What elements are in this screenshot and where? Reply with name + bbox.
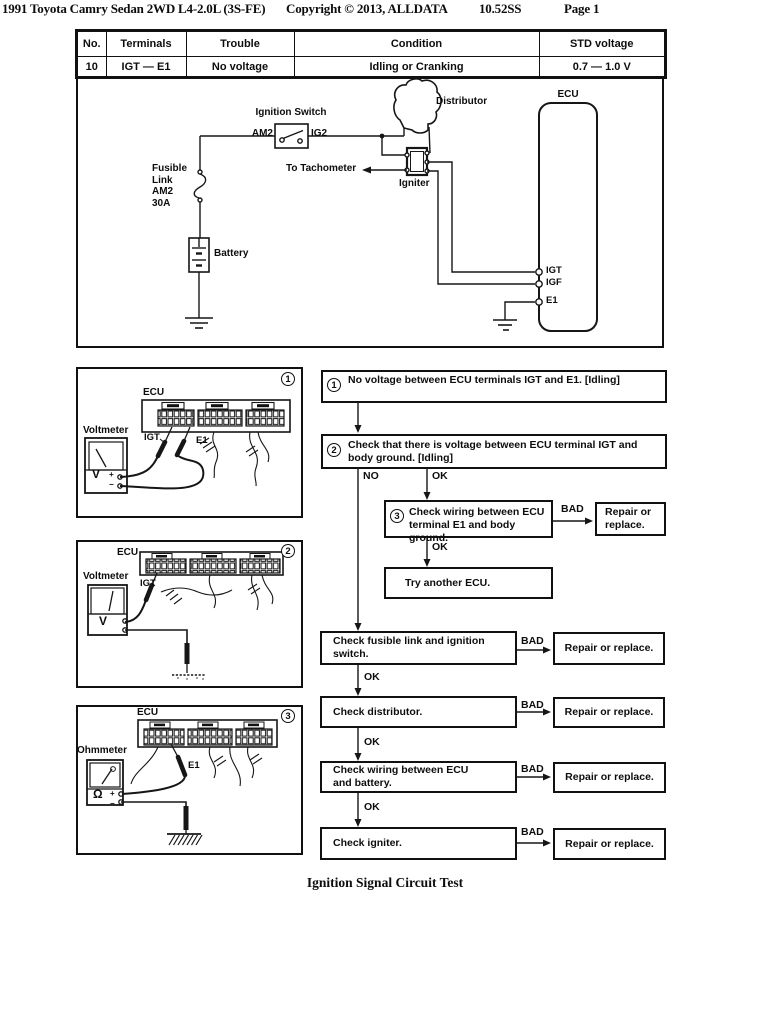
col-header-condition: Condition (293, 30, 540, 57)
spec-table: No. Terminals Trouble Condition STD volt… (75, 29, 667, 79)
flow-step-3: Check wiring between ECU terminal E1 and… (384, 500, 553, 544)
igniter-label: Igniter (399, 178, 430, 189)
branch-bad-label-5: BAD (521, 826, 544, 838)
panel2-volt-symbol: V (99, 614, 108, 628)
inspection-panel-1 (76, 367, 303, 518)
ignition-switch-label: Ignition Switch (255, 107, 327, 118)
flow-check-wiring-battery: Check wiring between ECU and battery. (320, 761, 517, 793)
ig2-terminal-label: IG2 (311, 128, 328, 139)
flow-step-1: No voltage between ECU terminals IGT and… (321, 370, 667, 403)
col-header-trouble: Trouble (185, 30, 295, 57)
panel1-volt-symbol: V (92, 467, 101, 481)
flow-try-another-ecu: Try another ECU. (384, 567, 553, 599)
branch-ok-label-5: OK (364, 801, 380, 813)
panel2-igt-label: IGT (140, 578, 156, 589)
manual-code: 10.52SS (479, 1, 522, 16)
branch-ok-label-3: OK (364, 671, 380, 683)
panel1-plus-sign: + (109, 470, 114, 479)
panel1-ecu-label: ECU (143, 387, 165, 398)
col-header-std-voltage: STD voltage (538, 30, 666, 57)
flow-check-igniter: Check igniter. (320, 827, 517, 860)
flow-step-2: Check that there is voltage between ECU … (321, 434, 667, 469)
panel2-ecu-label: ECU (117, 547, 139, 558)
spec-table-row: 10 IGT — E1 No voltage Idling or Crankin… (76, 56, 666, 78)
flow-check-distributor: Check distributor. (320, 696, 517, 728)
panel3-ecu-label: ECU (137, 707, 159, 718)
branch-bad-label-1: BAD (561, 503, 584, 515)
panel1-e1-label: E1 (196, 435, 208, 446)
branch-ok-label-2: OK (432, 541, 448, 553)
flow-repair-box-5: Repair or replace. (553, 828, 666, 860)
panel1-igt-label: IGT (144, 432, 160, 443)
flow-repair-box-2: Repair or replace. (553, 632, 665, 665)
am2-terminal-label: AM2 (251, 128, 273, 139)
cell-condition: Idling or Cranking (293, 56, 540, 78)
cell-no: 10 (76, 56, 107, 78)
battery-label: Battery (214, 248, 249, 259)
branch-no-label: NO (363, 470, 379, 482)
branch-bad-label-3: BAD (521, 699, 544, 711)
fusible-link-label: Fusible Link AM2 30A (152, 163, 188, 209)
e1-terminal-label: E1 (546, 295, 558, 306)
page-number: Page 1 (564, 1, 600, 16)
flow-repair-box-3: Repair or replace. (553, 697, 665, 728)
figure-caption: Ignition Signal Circuit Test (306, 875, 464, 890)
spec-table-header-row: No. Terminals Trouble Condition STD volt… (76, 30, 666, 57)
copyright-text: Copyright © 2013, ALLDATA (286, 1, 448, 16)
col-header-terminals: Terminals (105, 30, 187, 57)
igf-terminal-label: IGF (546, 277, 562, 288)
flow-repair-box-4: Repair or replace. (553, 762, 666, 793)
flow-step-1-number: 1 (327, 378, 341, 392)
circuit-diagram-panel (76, 77, 664, 348)
panel3-ohmmeter-label: Ohmmeter (77, 745, 128, 756)
distributor-label: Distributor (436, 96, 488, 107)
panel3-minus-sign: − (110, 799, 115, 808)
panel1-minus-sign: − (109, 480, 114, 489)
step-3-badge: 3 (281, 709, 295, 723)
cell-terminals: IGT — E1 (105, 56, 187, 78)
panel3-plus-sign: + (110, 789, 115, 798)
step-2-badge: 2 (281, 544, 295, 558)
branch-ok-label-1: OK (432, 470, 448, 482)
branch-bad-label-2: BAD (521, 635, 544, 647)
igt-terminal-label: IGT (546, 265, 562, 276)
inspection-panel-2 (76, 540, 303, 688)
ecu-label: ECU (557, 89, 579, 100)
cell-trouble: No voltage (185, 56, 295, 78)
panel3-e1-label: E1 (188, 760, 200, 771)
col-header-no: No. (76, 30, 107, 57)
document-title: 1991 Toyota Camry Sedan 2WD L4-2.0L (3S-… (2, 1, 266, 16)
panel2-voltmeter-label: Voltmeter (83, 571, 129, 582)
panel1-voltmeter-label: Voltmeter (83, 425, 129, 436)
inspection-panel-3 (76, 705, 303, 855)
branch-ok-label-4: OK (364, 736, 380, 748)
flow-repair-box-1: Repair or replace. (595, 502, 666, 536)
to-tachometer-label: To Tachometer (286, 163, 357, 174)
flow-step-2-number: 2 (327, 443, 341, 457)
cell-std-voltage: 0.7 — 1.0 V (538, 56, 666, 78)
step-1-badge: 1 (281, 372, 295, 386)
branch-bad-label-4: BAD (521, 763, 544, 775)
panel3-ohm-symbol: Ω (93, 787, 103, 801)
flow-step-3-number: 3 (390, 509, 404, 523)
flow-check-fusible: Check fusible link and ignition switch. (320, 631, 517, 665)
